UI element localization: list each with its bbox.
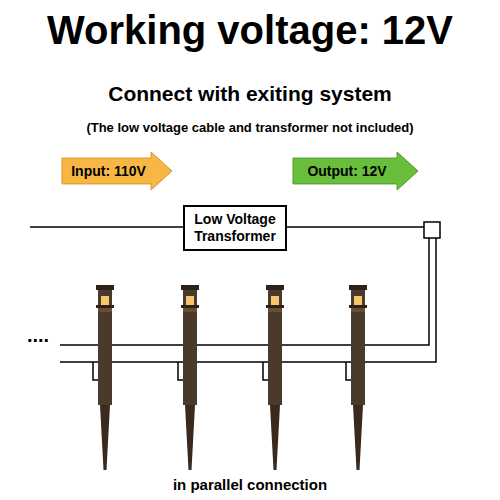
continuation-dots: .... xyxy=(14,324,62,347)
output-arrow: Output: 12V xyxy=(293,152,418,190)
node-label: Low Voltage Transformer xyxy=(185,211,285,245)
lamp-posts xyxy=(96,285,367,470)
input-arrow: Input: 110V xyxy=(62,152,172,190)
title: Working voltage: 12V xyxy=(0,8,500,53)
node-label: Input: 110V xyxy=(62,163,172,180)
transformer-box: Low Voltage Transformer xyxy=(183,205,287,251)
subtitle: Connect with exiting system xyxy=(0,82,500,106)
note: (The low voltage cable and transformer n… xyxy=(0,120,500,135)
node-label: Output: 12V xyxy=(293,163,418,180)
caption: in parallel connection xyxy=(0,476,500,493)
